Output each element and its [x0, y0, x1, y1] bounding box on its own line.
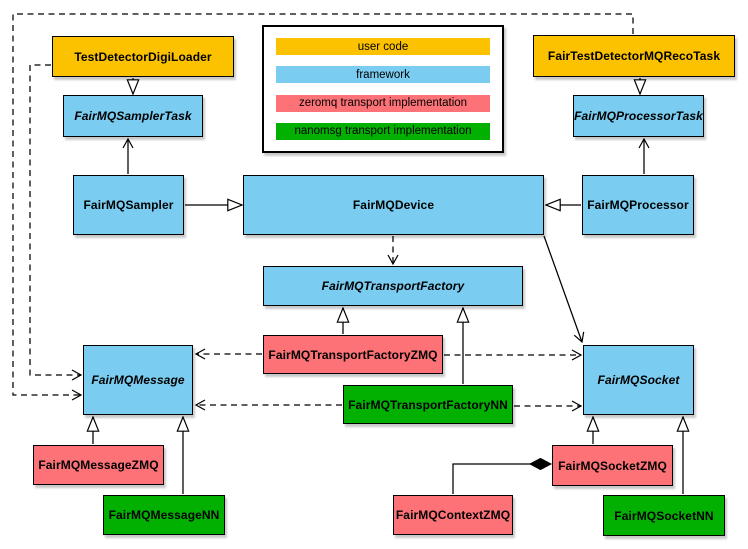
class-fairmqmessage: FairMQMessage: [83, 345, 193, 415]
edge-recotask-message: [12, 13, 634, 401]
class-fairmqmessagezmq: FairMQMessageZMQ: [33, 445, 164, 485]
class-fairmqprocessor: FairMQProcessor: [582, 175, 694, 235]
class-fairmqsocket: FairMQSocket: [583, 345, 694, 415]
class-fairmqsamplertask: FairMQSamplerTask: [63, 95, 203, 137]
class-fairmqdevice: FairMQDevice: [243, 175, 544, 235]
class-fairmqsampler: FairMQSampler: [73, 175, 184, 235]
legend-item-user-code: user code: [276, 38, 490, 55]
edge-testloader-message: [29, 64, 83, 381]
class-fairmqcontextzmq: FairMQContextZMQ: [393, 495, 513, 535]
class-fairmqtransportfactorynn: FairMQTransportFactoryNN: [343, 385, 513, 424]
class-fairmqtransportfactory: FairMQTransportFactory: [263, 266, 523, 306]
class-fairmqsocketnn: FairMQSocketNN: [603, 495, 725, 536]
class-fairmqprocessortask: FairMQProcessorTask: [573, 95, 704, 137]
legend-item-nanomsg: nanomsg transport implementation: [276, 122, 490, 140]
class-fairmqtransportfactoryzmq: FairMQTransportFactoryZMQ: [263, 335, 443, 374]
class-fairmqsocketzmq: FairMQSocketZMQ: [552, 445, 673, 486]
legend-item-zeromq: zeromq transport implementation: [276, 94, 490, 112]
edge-device-socket: [543, 235, 585, 344]
legend-item-framework: framework: [276, 66, 490, 84]
class-testdetectordigiloader: TestDetectorDigiLoader: [52, 36, 234, 77]
legend: user code framework zeromq transport imp…: [262, 25, 504, 153]
edge-contextzmq-socketzmq: [452, 464, 551, 494]
class-fairtestdetectormqrecotask: FairTestDetectorMQRecoTask: [533, 35, 735, 77]
class-fairmqmessagenn: FairMQMessageNN: [103, 495, 225, 535]
